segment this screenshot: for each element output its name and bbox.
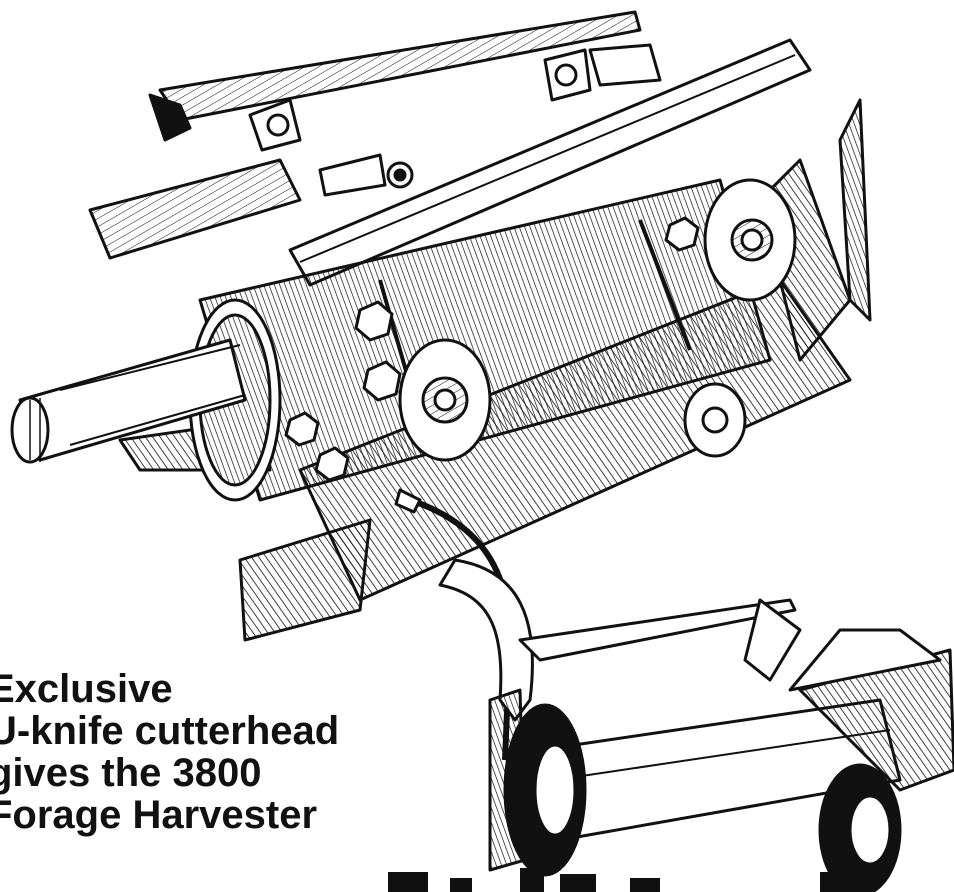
forage-harvester-illustration: [438, 558, 954, 892]
headline-line-2: U-knife cutterhead: [0, 709, 340, 753]
mounting-bracket-right: [703, 178, 797, 302]
harvester-spout: [438, 558, 534, 722]
harvester-wheel-front: [503, 703, 587, 877]
cropped-tagline-tops: [388, 868, 860, 892]
bolt-group-top: [248, 43, 662, 197]
mounting-bracket-center: [398, 338, 492, 462]
harvester-wheel-rear: [818, 763, 902, 892]
hex-nuts: [284, 216, 700, 482]
headline-line-4: Forage Harvester: [0, 793, 318, 837]
headline-line-3: gives the 3800: [0, 751, 262, 795]
cutterhead-illustration: [10, 10, 872, 761]
harvester-hitch: [518, 598, 797, 662]
ad-headline: Exclusive U-knife cutterhead gives the 3…: [0, 668, 339, 836]
mounting-bracket-lower: [683, 382, 747, 458]
knife-blade-left: [88, 158, 302, 260]
knife-blade-upper: [288, 38, 812, 287]
headline-line-1: Exclusive: [0, 667, 173, 711]
